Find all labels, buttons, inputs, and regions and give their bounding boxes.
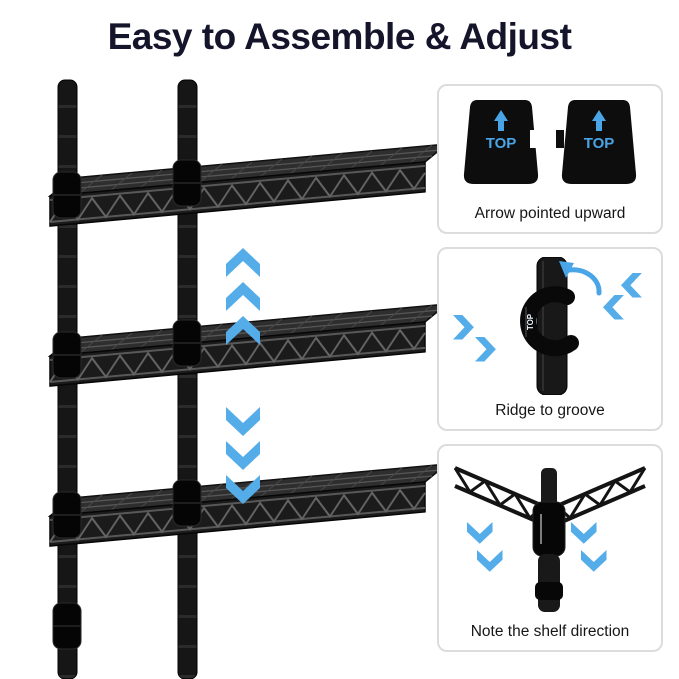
top-label: TOP xyxy=(486,135,517,152)
wire-shelves xyxy=(49,143,442,547)
top-label-small: TOP xyxy=(526,313,535,330)
up-arrow-icon xyxy=(494,110,606,131)
rotate-arrow-icon xyxy=(559,261,602,296)
panel-shelf-direction: Note the shelf direction xyxy=(437,444,663,652)
panel-caption: Arrow pointed upward xyxy=(474,205,626,222)
clip-on-pole-icon: TOP xyxy=(453,257,642,395)
wire-shelf-illustration xyxy=(49,79,442,679)
top-label: TOP xyxy=(584,135,615,152)
right-truss xyxy=(555,466,647,526)
panel-caption: Ridge to groove xyxy=(495,402,605,419)
shelf-corner-icon xyxy=(453,466,647,612)
left-truss xyxy=(453,466,545,526)
panel-arrow-upward: TOP TOP Arrow pointed upward xyxy=(437,84,663,234)
panel-ridge-groove: TOP Ridge to groove xyxy=(437,247,663,431)
clip-icon xyxy=(520,286,579,357)
instruction-panels: TOP TOP Arrow pointed upward TOP xyxy=(437,84,663,652)
panel-caption: Note the shelf direction xyxy=(470,623,630,640)
page-title: Easy to Assemble & Adjust xyxy=(107,16,572,57)
sleeve-halves-icon: TOP TOP xyxy=(463,100,637,184)
